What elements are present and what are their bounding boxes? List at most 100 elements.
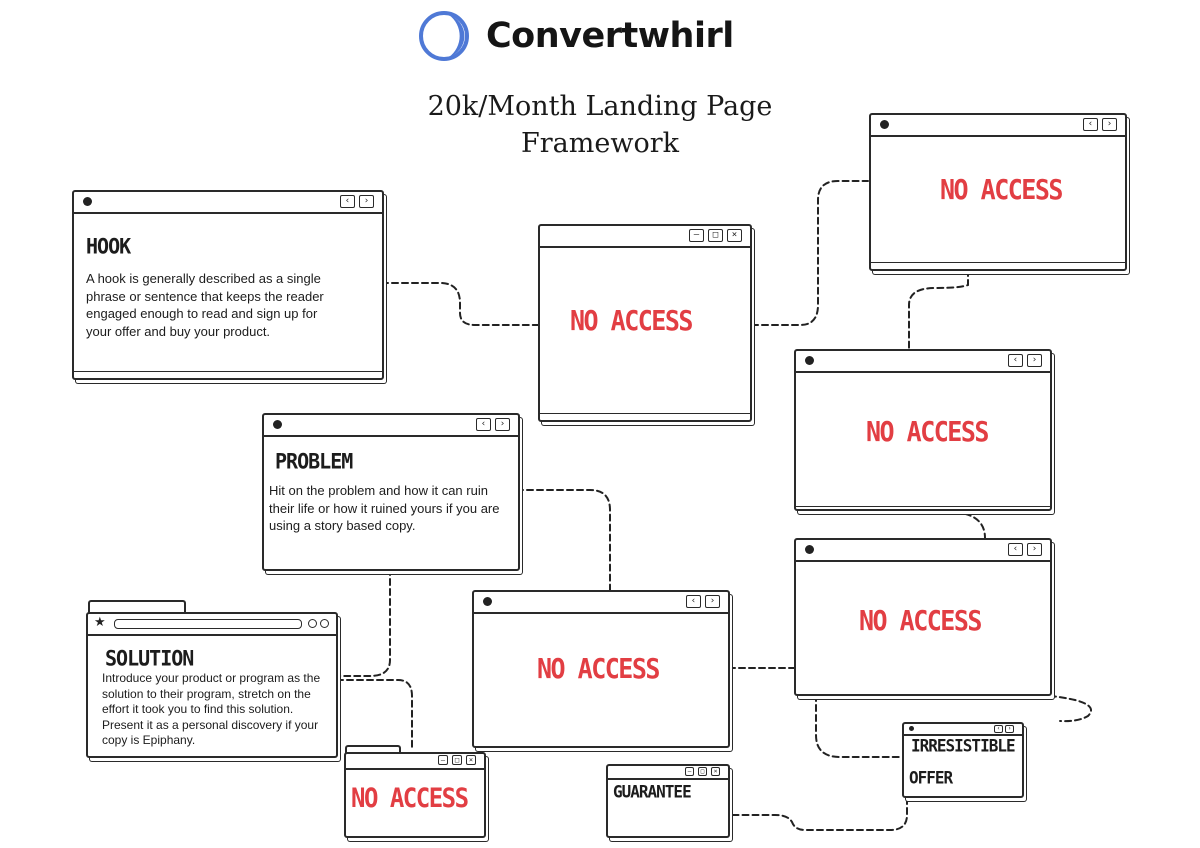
minimize-icon[interactable]: – [685, 767, 694, 776]
window-titlebar: ‹ › [74, 192, 382, 214]
window-dot-icon [83, 197, 92, 206]
bottom-restricted-window: – □ × NO ACCESS [344, 752, 486, 838]
back-arrow-icon[interactable]: ‹ [1008, 543, 1023, 556]
no-access-label: NO ACCESS [859, 604, 982, 637]
connector-solution-to-bottom [336, 679, 413, 749]
no-access-label: NO ACCESS [940, 173, 1063, 206]
back-arrow-icon[interactable]: ‹ [1008, 354, 1023, 367]
maximize-icon[interactable]: □ [708, 229, 723, 242]
connector-lowright-to-offer [815, 694, 903, 758]
window-dot-icon [483, 597, 492, 606]
no-access-label: NO ACCESS [570, 304, 693, 337]
solution-text: Introduce your product or program as the… [102, 671, 321, 747]
top-right-restricted-window: ‹ › NO ACCESS [869, 113, 1127, 271]
window-nav: ‹ › [1008, 543, 1042, 556]
maximize-icon[interactable]: □ [698, 767, 707, 776]
brand-logo: Convertwhirl [418, 8, 734, 64]
window-titlebar: ★ [88, 614, 336, 636]
brand-ring-icon [419, 11, 469, 61]
window-footer-line [871, 262, 1125, 263]
center-restricted-window: – □ × NO ACCESS [538, 224, 752, 422]
close-icon[interactable]: × [727, 229, 742, 242]
maximize-icon[interactable]: □ [452, 755, 462, 765]
window-controls: – □ × [438, 755, 476, 765]
forward-arrow-icon[interactable]: › [1102, 118, 1117, 131]
hook-text: A hook is generally described as a singl… [86, 271, 324, 339]
forward-arrow-icon[interactable]: › [495, 418, 510, 431]
window-nav: ‹ › [686, 595, 720, 608]
window-scrollbar[interactable] [796, 506, 1050, 507]
connector-lowright-tail [999, 692, 1092, 723]
minimize-icon[interactable]: – [438, 755, 448, 765]
window-dot-icon [880, 120, 889, 129]
guarantee-heading: GUARANTEE [613, 781, 692, 802]
no-access-label: NO ACCESS [866, 415, 989, 448]
offer-heading-line-2: OFFER [909, 767, 953, 788]
title-line-1: 20k/Month Landing Page [427, 91, 773, 122]
window-titlebar: – □ × [608, 766, 728, 780]
window-titlebar: ‹ › [796, 540, 1050, 562]
connector-problem-to-solution [336, 568, 391, 677]
guarantee-window: – □ × GUARANTEE [606, 764, 730, 838]
window-controls: – □ × [685, 767, 720, 776]
address-bar[interactable] [114, 619, 302, 629]
window-titlebar: ‹ › [904, 724, 1022, 736]
window-circle-icon[interactable] [308, 619, 317, 628]
connector-topright-to-midright [908, 269, 969, 349]
window-dot-icon [805, 356, 814, 365]
window-titlebar: – □ × [540, 226, 750, 248]
window-footer-line [74, 371, 382, 372]
window-titlebar: – □ × [346, 754, 484, 770]
problem-window: ‹ › PROBLEM Hit on the problem and how i… [262, 413, 520, 571]
solution-window: ★ SOLUTION Introduce your product or pro… [86, 612, 338, 758]
solution-heading: SOLUTION [105, 645, 194, 671]
close-icon[interactable]: × [466, 755, 476, 765]
close-icon[interactable]: × [711, 767, 720, 776]
window-dot-icon [273, 420, 282, 429]
connector-midright-to-lowright [954, 511, 986, 539]
brand-name: Convertwhirl [486, 16, 734, 56]
window-nav: ‹ › [476, 418, 510, 431]
title-line-2: Framework [521, 128, 679, 159]
page-title: 20k/Month Landing Page Framework [380, 88, 820, 162]
forward-arrow-icon[interactable]: › [359, 195, 374, 208]
offer-window: ‹ › IRRESISTIBLE OFFER [902, 722, 1024, 798]
window-controls: – □ × [689, 229, 742, 242]
window-titlebar: ‹ › [796, 351, 1050, 373]
connector-center-to-topright [751, 180, 869, 326]
window-titlebar: ‹ › [871, 115, 1125, 137]
no-access-label: NO ACCESS [537, 652, 660, 685]
connector-offer-to-guarantee [728, 797, 908, 831]
forward-arrow-icon[interactable]: › [1027, 543, 1042, 556]
hook-heading: HOOK [86, 233, 131, 259]
offer-heading-line-1: IRRESISTIBLE [911, 735, 1016, 756]
forward-arrow-icon[interactable]: › [1027, 354, 1042, 367]
window-nav: ‹ › [340, 195, 374, 208]
connector-problem-to-lower [516, 489, 611, 591]
low-right-restricted-window: ‹ › NO ACCESS [794, 538, 1052, 696]
minimize-icon[interactable]: – [689, 229, 704, 242]
back-arrow-icon[interactable]: ‹ [1083, 118, 1098, 131]
window-nav: ‹ › [1083, 118, 1117, 131]
back-arrow-icon[interactable]: ‹ [994, 725, 1003, 733]
window-dot-icon [909, 726, 914, 731]
connector-hook-to-center [381, 282, 539, 326]
back-arrow-icon[interactable]: ‹ [340, 195, 355, 208]
forward-arrow-icon[interactable]: › [1005, 725, 1014, 733]
window-titlebar: ‹ › [264, 415, 518, 437]
forward-arrow-icon[interactable]: › [705, 595, 720, 608]
problem-text: Hit on the problem and how it can ruin t… [269, 483, 500, 533]
problem-heading: PROBLEM [275, 448, 353, 474]
mid-right-restricted-window: ‹ › NO ACCESS [794, 349, 1052, 511]
lower-center-restricted-window: ‹ › NO ACCESS [472, 590, 730, 748]
window-footer-line [540, 413, 750, 414]
window-titlebar: ‹ › [474, 592, 728, 614]
back-arrow-icon[interactable]: ‹ [476, 418, 491, 431]
window-circle-icon[interactable] [320, 619, 329, 628]
window-nav: ‹ › [1008, 354, 1042, 367]
window-dot-icon [805, 545, 814, 554]
no-access-label: NO ACCESS [351, 782, 469, 814]
window-nav: ‹ › [994, 725, 1014, 733]
back-arrow-icon[interactable]: ‹ [686, 595, 701, 608]
